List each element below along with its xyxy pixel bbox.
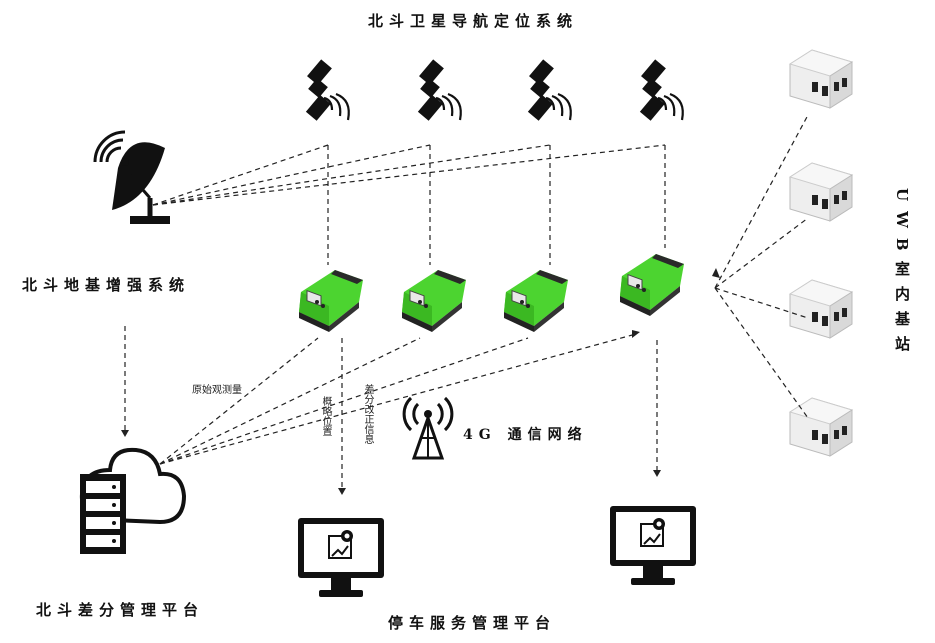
satellite-icon <box>416 58 462 122</box>
parking-platform-label: 停车服务管理平台 <box>388 614 557 632</box>
satellite-icon <box>304 58 350 122</box>
monitor-map-icon <box>297 517 385 598</box>
cell-tower-icon <box>402 396 454 460</box>
satellite-system-label: 北斗卫星导航定位系统 <box>368 12 579 30</box>
network-4g-label: 4G 通信网络 <box>463 427 588 443</box>
uwb-base-station-icon <box>789 162 853 222</box>
ground-system-label: 北斗地基增强系统 <box>22 276 191 294</box>
agv-vehicle-icon <box>401 269 467 333</box>
edge-label-raw-obs: 原始观测量 <box>192 385 242 396</box>
link-car4-uwb3 <box>714 287 809 319</box>
server-cloud-icon <box>79 447 187 554</box>
link-dish-sat2 <box>152 144 431 206</box>
link-car4-uwb1 <box>714 114 809 289</box>
diff-platform-label: 北斗差分管理平台 <box>36 601 205 619</box>
link-dish-sat4 <box>152 144 666 206</box>
satellite-icon <box>638 58 684 122</box>
edge-label-approx-pos: 概略位置 <box>320 396 331 436</box>
arrowheads <box>121 268 720 495</box>
edge-label-diff-correction: 差分改正信息 <box>362 384 373 444</box>
connectors <box>124 114 809 490</box>
monitor-map-icon <box>609 505 697 586</box>
link-server-car1 <box>159 337 319 465</box>
uwb-base-station-icon <box>789 49 853 109</box>
agv-vehicle-icon <box>503 269 569 333</box>
uwb-base-station-icon <box>789 279 853 339</box>
link-server-car2 <box>159 337 421 465</box>
satellite-icon <box>526 58 572 122</box>
link-server-car4 <box>159 333 637 465</box>
satellite-dish-icon <box>93 130 170 224</box>
link-dish-sat1 <box>152 144 329 206</box>
agv-vehicle-icon <box>619 253 685 317</box>
uwb-title-label: UWB室内基站 <box>893 188 911 361</box>
link-car4-uwb2 <box>714 217 809 289</box>
link-dish-sat3 <box>152 144 551 206</box>
agv-vehicle-icon <box>298 269 364 333</box>
link-server-car3 <box>159 337 529 465</box>
